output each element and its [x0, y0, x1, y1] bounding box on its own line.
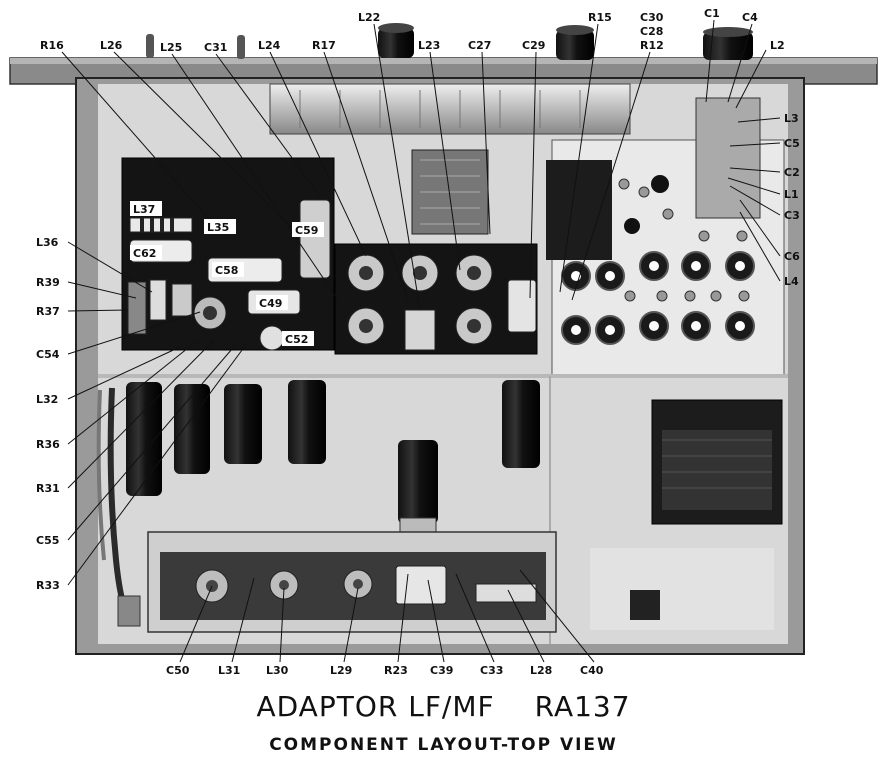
title-main-text: ADAPTOR LF/MF	[256, 690, 495, 723]
label-l25: L25	[160, 41, 182, 54]
label-r31: R31	[36, 482, 60, 495]
diagram-subtitle: COMPONENT LAYOUT-TOP VIEW	[269, 735, 618, 755]
label-l4: L4	[784, 275, 799, 288]
leader-lines	[61, 19, 781, 663]
label-l36: L36	[36, 236, 59, 249]
label-c5: C5	[784, 137, 800, 150]
label-r33: R33	[36, 579, 60, 592]
label-l22: L22	[358, 11, 380, 24]
right-labels: L3 C5 C2 L1 C3 C6 L4	[784, 112, 800, 288]
label-c54: C54	[36, 348, 60, 361]
label-r15: R15	[588, 11, 612, 24]
inside-labels: L37 L35 C59 C62 C58 C49 C52	[130, 201, 324, 346]
label-c4: C4	[742, 11, 758, 24]
label-c50: C50	[166, 664, 190, 677]
label-l37: L37	[133, 203, 155, 216]
left-labels: L36 R39 R37 C54 L32 R36 R31 C55 R33	[36, 236, 60, 592]
gang-capacitor	[269, 83, 631, 135]
label-c58: C58	[215, 264, 238, 277]
label-r36: R36	[36, 438, 60, 451]
top-labels: R16 L26 L25 C31 L24 R17 L22 L23 C27 C29 …	[40, 7, 785, 54]
label-c55: C55	[36, 534, 59, 547]
label-c2: C2	[784, 166, 800, 179]
label-c52: C52	[285, 333, 308, 346]
label-c1: C1	[704, 7, 720, 20]
label-r17: R17	[312, 39, 336, 52]
label-c28: C28	[640, 25, 663, 38]
tuning-knob-left	[378, 23, 414, 58]
label-l28: L28	[530, 664, 552, 677]
label-c27: C27	[468, 39, 491, 52]
label-c31: C31	[204, 41, 227, 54]
label-l2: L2	[770, 39, 785, 52]
label-l30: L30	[266, 664, 289, 677]
label-c6: C6	[784, 250, 800, 263]
label-r16: R16	[40, 39, 64, 52]
label-c49: C49	[259, 297, 282, 310]
label-l29: L29	[330, 664, 352, 677]
tuning-knob-right	[703, 27, 753, 60]
diagram-title: ADAPTOR LF/MF RA137	[0, 690, 887, 723]
tuning-knob-center	[556, 25, 594, 60]
label-c59: C59	[295, 224, 318, 237]
label-l1: L1	[784, 188, 799, 201]
label-c39: C39	[430, 664, 453, 677]
toggle-switch-2	[237, 35, 245, 59]
label-l35: L35	[207, 221, 229, 234]
label-c30: C30	[640, 11, 664, 24]
label-r23: R23	[384, 664, 408, 677]
label-c40: C40	[580, 664, 604, 677]
title-model: RA137	[534, 690, 631, 723]
label-c3: C3	[784, 209, 800, 222]
label-c62: C62	[133, 247, 156, 260]
label-l32: L32	[36, 393, 58, 406]
label-l24: L24	[258, 39, 281, 52]
label-r37: R37	[36, 305, 60, 318]
toggle-switch-1	[146, 34, 154, 58]
label-l23: L23	[418, 39, 440, 52]
valve-row	[126, 380, 540, 524]
label-l26: L26	[100, 39, 123, 52]
label-c33: C33	[480, 664, 503, 677]
label-r12: R12	[640, 39, 664, 52]
label-l3: L3	[784, 112, 799, 125]
label-c29: C29	[522, 39, 545, 52]
label-r39: R39	[36, 276, 60, 289]
bottom-labels: C50 L31 L30 L29 R23 C39 C33 L28 C40	[166, 664, 604, 677]
label-l31: L31	[218, 664, 240, 677]
